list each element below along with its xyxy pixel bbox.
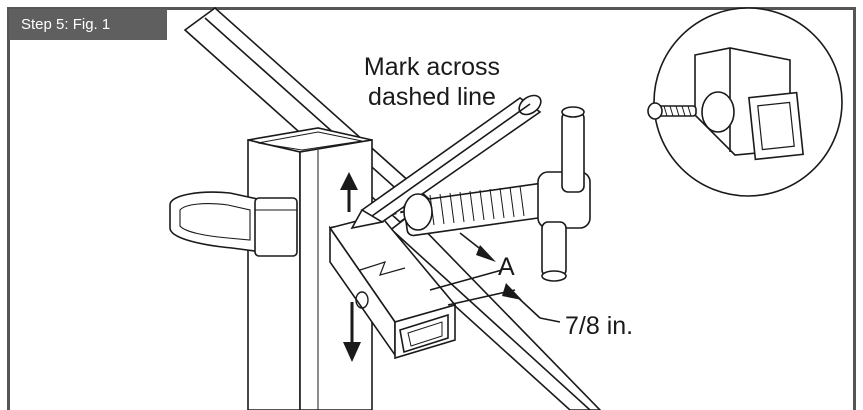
pencil	[350, 94, 542, 230]
dimension-leader	[447, 283, 561, 323]
dimension-a-leader	[429, 232, 503, 291]
label-a: A	[498, 253, 515, 281]
instruction-line-2: dashed line	[368, 83, 496, 111]
clamp-bracket	[169, 191, 298, 257]
instruction-text: Mark across dashed line	[336, 52, 528, 112]
detail-inset	[647, 7, 843, 197]
up-arrow	[340, 172, 358, 212]
down-arrow	[343, 302, 361, 362]
step-label: Step 5: Fig. 1	[9, 9, 167, 40]
dimension-label: 7/8 in.	[565, 312, 634, 340]
instruction-line-1: Mark across	[363, 53, 501, 81]
figure-border	[7, 7, 856, 410]
clamp-screw	[403, 106, 591, 282]
